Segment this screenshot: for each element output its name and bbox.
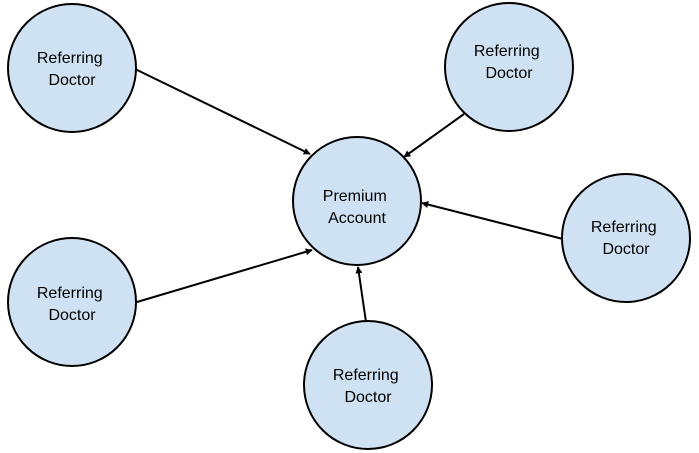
edge-arrow-bottom-left xyxy=(136,248,313,303)
spoke-circle xyxy=(7,237,137,367)
edge-arrow-right xyxy=(421,201,564,240)
spoke-label-line1: Referring xyxy=(591,219,657,236)
spoke-circle xyxy=(444,2,574,132)
edge-arrow-bottom xyxy=(355,266,367,323)
hub-circle xyxy=(292,136,422,266)
spoke-label-line2: Doctor xyxy=(344,389,392,406)
edge-arrow-top-left xyxy=(134,68,311,155)
spoke-label: Referring Doctor xyxy=(37,285,107,324)
spoke-label-line2: Doctor xyxy=(602,241,650,258)
spoke-label-line1: Referring xyxy=(474,43,540,60)
spoke-circle xyxy=(303,320,433,450)
spoke-label-line1: Referring xyxy=(333,367,399,384)
spoke-label-line1: Referring xyxy=(37,285,103,302)
edge-arrow-top-right xyxy=(403,113,465,158)
spoke-node-top-left: Referring Doctor xyxy=(7,3,137,133)
edges xyxy=(134,68,564,323)
spoke-circle xyxy=(7,3,137,133)
spoke-label-line2: Doctor xyxy=(485,65,533,82)
spoke-node-right: Referring Doctor xyxy=(561,173,691,303)
hub-label-line1: Premium xyxy=(323,188,387,205)
spoke-label: Referring Doctor xyxy=(591,219,661,258)
spoke-label-line2: Doctor xyxy=(48,307,96,324)
spoke-label: Referring Doctor xyxy=(474,43,544,82)
spoke-circle xyxy=(561,173,691,303)
spoke-label-line2: Doctor xyxy=(48,72,96,89)
hub-node: Premium Account xyxy=(292,136,422,266)
spoke-node-bottom-left: Referring Doctor xyxy=(7,237,137,367)
hub-label: Premium Account xyxy=(323,188,391,227)
hub-label-line2: Account xyxy=(328,210,386,227)
spoke-label-line1: Referring xyxy=(37,50,103,67)
spoke-node-bottom: Referring Doctor xyxy=(303,320,433,450)
spoke-label: Referring Doctor xyxy=(37,50,107,89)
spoke-node-top-right: Referring Doctor xyxy=(444,2,574,132)
spoke-label: Referring Doctor xyxy=(333,367,403,406)
